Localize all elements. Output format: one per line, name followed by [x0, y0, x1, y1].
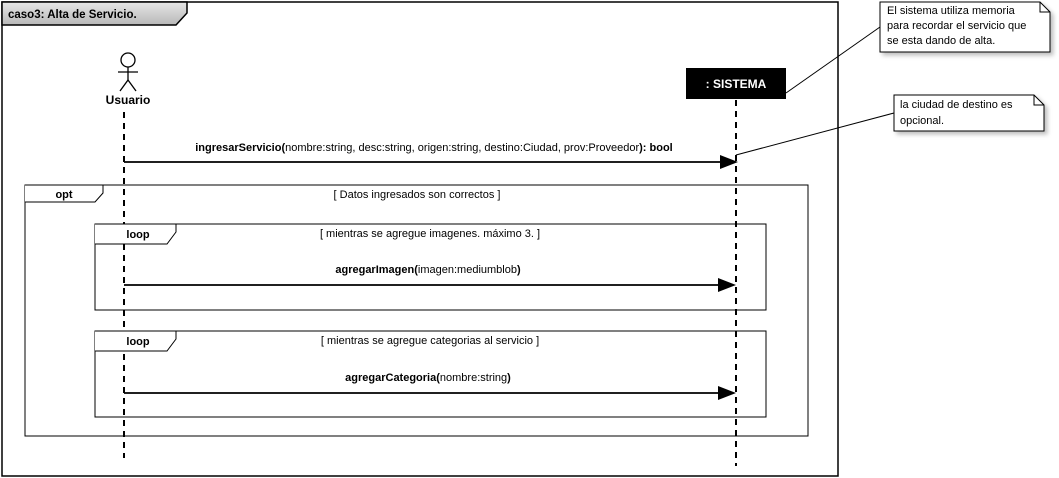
actor-label: Usuario [106, 93, 151, 107]
agregar-imagen-label: agregarImagen(imagen:mediumblob) [335, 264, 521, 276]
note-destino [893, 94, 1045, 132]
agregar-imagen-close: ) [517, 264, 521, 276]
note-destino-line-2: opcional. [900, 115, 944, 127]
loop-categoria-guard: [ mientras se agregue categorias al serv… [321, 335, 539, 347]
agregar-imagen-params: imagen:mediumblob [418, 264, 517, 276]
frame-title-tab [1, 1, 188, 26]
loop-categoria-operator: loop [126, 336, 149, 348]
agregar-categoria-arrowhead [718, 386, 736, 400]
system-label: : SISTEMA [706, 77, 767, 91]
opt-guard: [ Datos ingresados son correctos ] [334, 189, 501, 201]
agregar-imagen-open: ( [414, 264, 418, 276]
agregar-categoria-label: agregarCategoria(nombre:string) [345, 372, 511, 384]
note-memoria-line-3: se esta dando de alta. [887, 35, 995, 47]
ingresar-servicio-name: ingresarServicio [195, 142, 281, 154]
agregar-categoria-open: ( [436, 372, 440, 384]
actor-icon [118, 52, 138, 92]
loop-imagen-fragment [94, 223, 767, 311]
loop-imagen-guard: [ mientras se agregue imagenes. máximo 3… [320, 228, 540, 240]
ingresar-servicio-arrowhead [720, 155, 738, 169]
note-memoria-line-1: El sistema utiliza memoria [887, 5, 1016, 17]
agregar-categoria-name: agregarCategoria [345, 372, 437, 384]
opt-operator-tab [25, 184, 104, 203]
note-memoria [879, 1, 1051, 53]
opt-fragment [24, 184, 809, 437]
note-memoria-line-2: para recordar el servicio que [887, 20, 1026, 32]
note-destino-connector [735, 112, 895, 156]
opt-operator: opt [55, 189, 72, 201]
loop-imagen-operator-tab [95, 223, 177, 245]
loop-imagen-operator: loop [126, 229, 149, 241]
note-memoria-connector [785, 26, 881, 94]
note-destino-line-1: la ciudad de destino es [900, 99, 1013, 111]
agregar-imagen-arrowhead [718, 278, 736, 292]
ingresar-servicio-params: nombre:string, desc:string, origen:strin… [285, 142, 639, 154]
loop-categoria-fragment [94, 330, 767, 418]
frame-title: caso3: Alta de Servicio. [8, 9, 137, 21]
agregar-imagen-name: agregarImagen [335, 264, 414, 276]
agregar-categoria-params: nombre:string [440, 372, 507, 384]
ingresar-servicio-close: ): bool [639, 142, 673, 154]
loop-categoria-operator-tab [95, 330, 177, 352]
ingresar-servicio-open: ( [281, 142, 285, 154]
system-head [686, 68, 786, 99]
agregar-categoria-close: ) [507, 372, 511, 384]
ingresar-servicio-label: ingresarServicio(nombre:string, desc:str… [195, 142, 673, 154]
